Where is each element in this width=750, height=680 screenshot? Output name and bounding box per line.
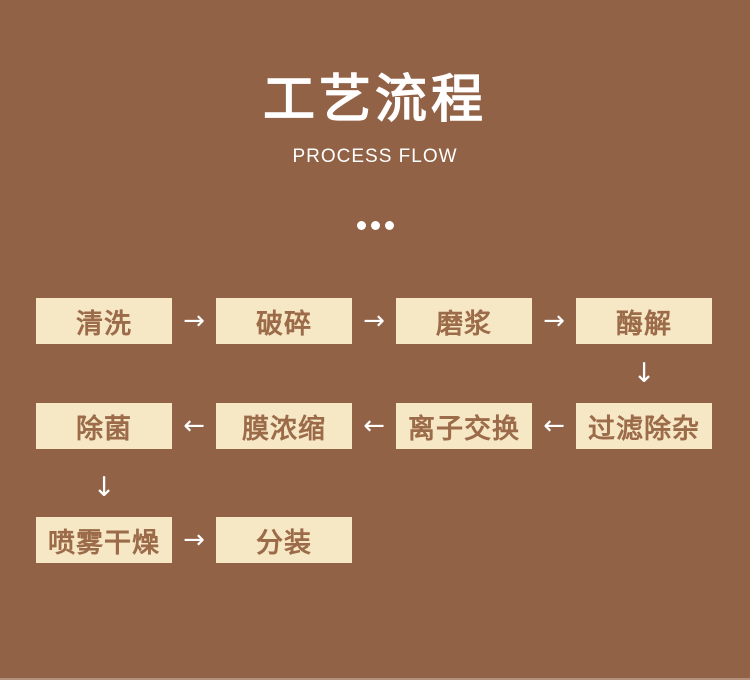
- step-monongsuo: 膜浓缩: [216, 403, 352, 449]
- flow-row-2: 除菌 ← 膜浓缩 ← 离子交换 ← 过滤除杂: [36, 403, 712, 449]
- step-chujun: 除菌: [36, 403, 172, 449]
- step-qingxi: 清洗: [36, 298, 172, 344]
- dot-icon: [384, 221, 394, 230]
- step-mojiang: 磨浆: [396, 298, 532, 344]
- dot-icon: [370, 221, 380, 230]
- step-meijie: 酶解: [576, 298, 712, 344]
- arrow-down-icon: ↓: [632, 358, 656, 389]
- dots-decoration: [0, 221, 750, 230]
- flow-row-3: 喷雾干燥 → 分装: [36, 517, 352, 563]
- arrow-right-icon: →: [543, 306, 565, 336]
- bottom-edge-divider: [0, 678, 750, 680]
- arrow-down-icon: ↓: [92, 472, 116, 503]
- step-guolvchuza: 过滤除杂: [576, 403, 712, 449]
- step-lizijiaohuan: 离子交换: [396, 403, 532, 449]
- arrow-right-icon: →: [183, 525, 205, 555]
- arrow-right-icon: →: [183, 306, 205, 336]
- flow-row-1: 清洗 → 破碎 → 磨浆 → 酶解: [36, 298, 712, 344]
- arrow-left-icon: ←: [183, 411, 205, 441]
- step-fenzhuang: 分装: [216, 517, 352, 563]
- step-posui: 破碎: [216, 298, 352, 344]
- arrow-left-icon: ←: [363, 411, 385, 441]
- arrow-left-icon: ←: [543, 411, 565, 441]
- dot-icon: [356, 221, 366, 230]
- page-title: 工艺流程: [262, 71, 487, 129]
- arrow-right-icon: →: [363, 306, 385, 336]
- step-penwuganzao: 喷雾干燥: [36, 517, 172, 563]
- page-subtitle: PROCESS FLOW: [292, 146, 458, 167]
